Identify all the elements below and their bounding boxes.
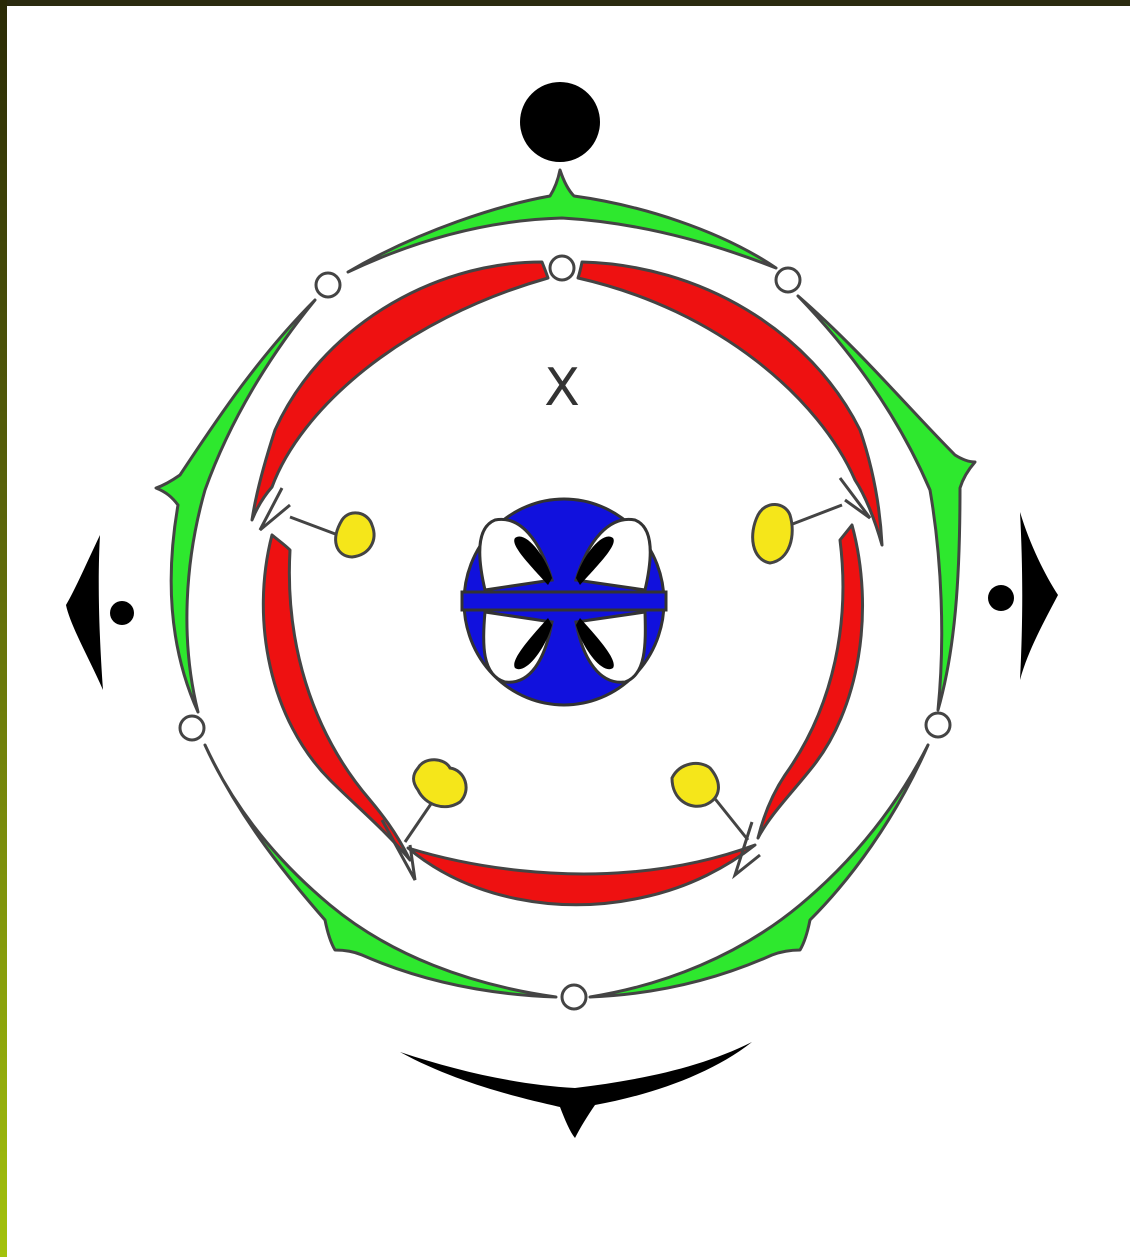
bracteole-left [66, 535, 134, 690]
axis-dot [520, 82, 600, 162]
ovary [462, 499, 666, 705]
petal-right [758, 525, 863, 838]
bract-bottom [400, 1042, 752, 1138]
petal-top-left [252, 262, 548, 520]
stamen-upper-left [336, 513, 374, 557]
stamen-lower-left [414, 760, 467, 807]
stamen-upper-right [753, 504, 793, 563]
petal-notch [550, 256, 574, 280]
sepal-right [798, 296, 975, 710]
center-symbol: X [544, 358, 580, 418]
bracteole-right [988, 512, 1058, 680]
petal-left [263, 535, 410, 860]
petal-bottom [408, 845, 755, 905]
septum [462, 592, 666, 610]
stamen-lower-right [672, 763, 718, 806]
petal-top-right [578, 262, 882, 545]
